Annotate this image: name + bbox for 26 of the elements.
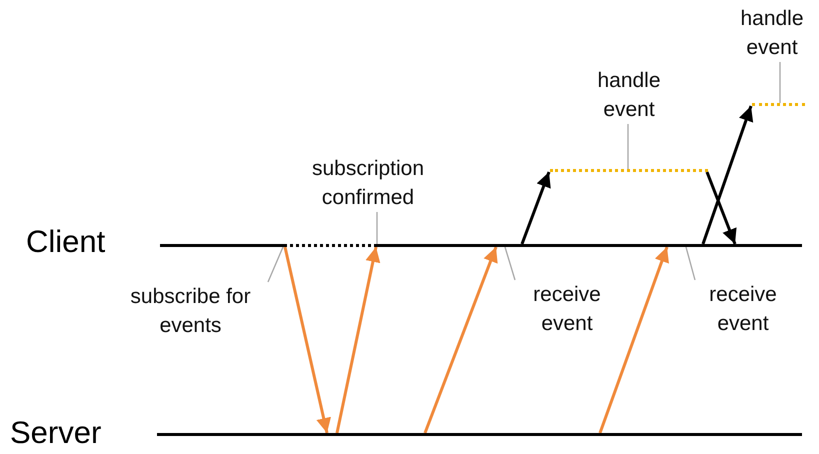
- arrow: [424, 246, 498, 434]
- timeline: [157, 433, 802, 436]
- timeline-label: Server: [10, 415, 102, 451]
- leader-line: [376, 212, 378, 244]
- leader-line: [267, 246, 284, 282]
- arrow: [284, 246, 331, 434]
- arrow: [520, 171, 551, 245]
- leader-line: [779, 62, 781, 103]
- arrow: [706, 171, 737, 245]
- annotation-text: subscribe for events: [108, 282, 273, 340]
- arrow: [598, 246, 669, 434]
- arrow: [336, 246, 380, 434]
- annotation-text: handle event: [725, 4, 819, 62]
- annotation-text: handle event: [575, 66, 683, 124]
- dotted-segment: [550, 169, 708, 172]
- dotted-segment: [752, 103, 805, 106]
- dotted-segment: [284, 244, 377, 247]
- annotation-text: receive event: [688, 280, 798, 338]
- annotation-text: subscription confirmed: [288, 154, 448, 212]
- leader-line: [685, 246, 696, 280]
- annotation-text: receive event: [512, 280, 622, 338]
- leader-line: [504, 246, 516, 280]
- arrow: [702, 106, 754, 244]
- timeline: [160, 244, 802, 247]
- leader-line: [627, 124, 629, 169]
- timeline-label: Client: [26, 224, 106, 260]
